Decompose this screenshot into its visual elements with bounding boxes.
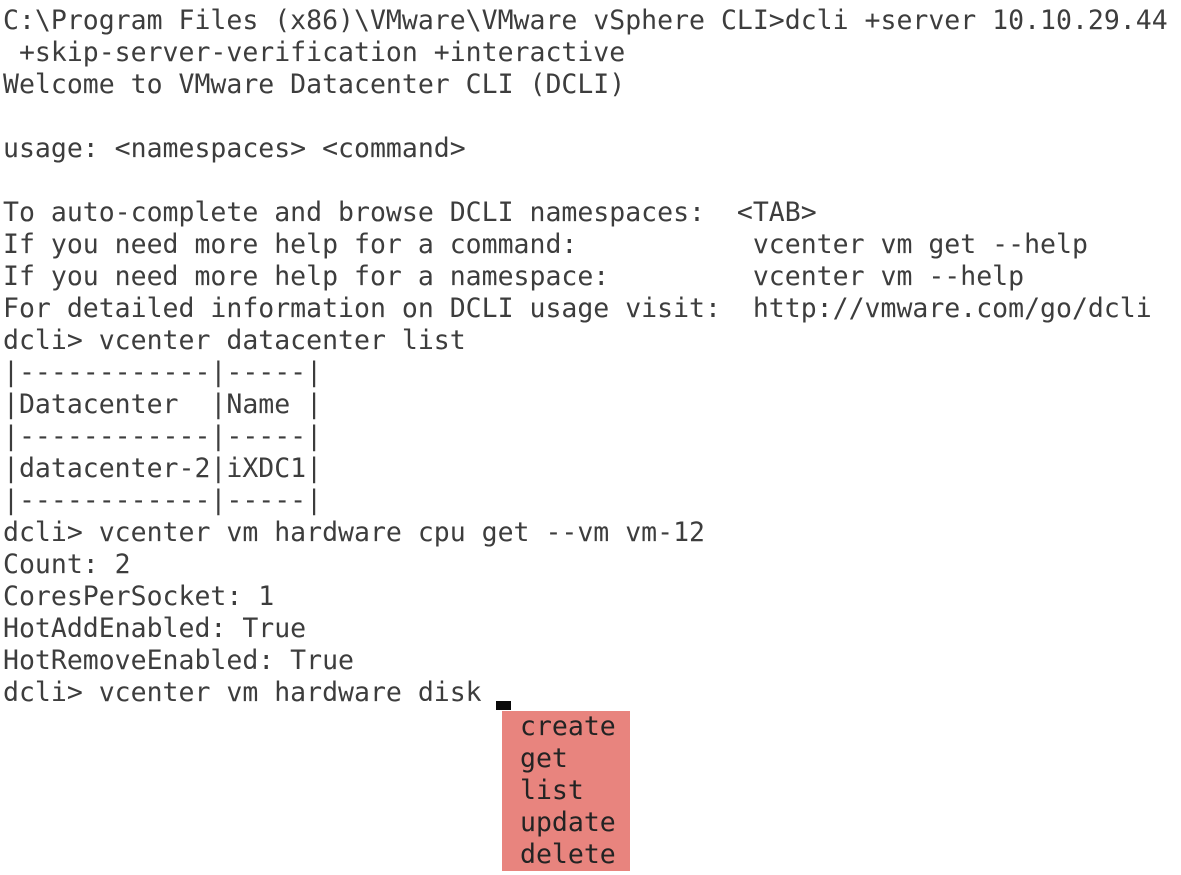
text-cursor: [496, 701, 511, 710]
autocomplete-item-create[interactable]: create: [520, 711, 616, 742]
terminal-output: C:\Program Files (x86)\VMware\VMware vSp…: [3, 5, 1168, 708]
autocomplete-item-delete[interactable]: delete: [520, 839, 616, 870]
autocomplete-item-update[interactable]: update: [520, 807, 616, 838]
autocomplete-item-get[interactable]: get: [520, 743, 568, 774]
autocomplete-item-list[interactable]: list: [520, 775, 584, 806]
